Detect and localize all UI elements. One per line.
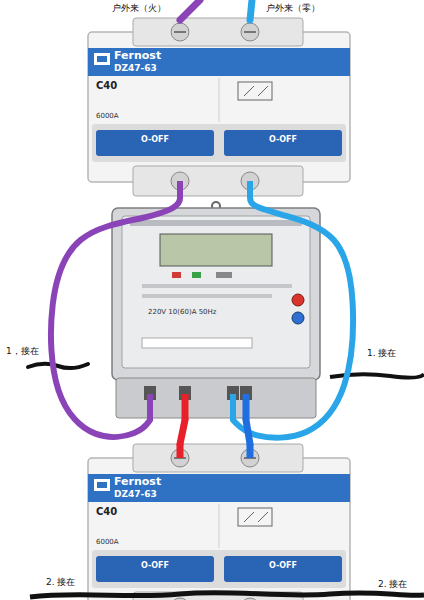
callout-label: 2. 接在 bbox=[46, 577, 75, 587]
indicator-led bbox=[192, 272, 201, 278]
wire-stub bbox=[182, 394, 189, 420]
switch-label: O-OFF bbox=[224, 135, 342, 144]
brand-name: Fernost bbox=[114, 50, 161, 63]
wire bbox=[246, 420, 250, 444]
marker-stroke bbox=[28, 364, 88, 368]
incoming-live-wire bbox=[180, 0, 200, 20]
wire-stub bbox=[230, 394, 236, 420]
incoming-neutral-wire bbox=[250, 0, 252, 20]
model-number: DZ47-63 bbox=[114, 489, 157, 499]
meter-rating: 220V 10(60)A 50Hz bbox=[148, 308, 217, 316]
meter-case bbox=[112, 208, 320, 380]
source-label: 户外来（火） bbox=[112, 3, 166, 13]
switch-label: O-OFF bbox=[96, 561, 214, 570]
indicator-led bbox=[216, 272, 232, 278]
nameplate-strip bbox=[130, 220, 302, 226]
callout-label: 1，接在 bbox=[6, 346, 39, 356]
circuit-breaker-drawing bbox=[88, 444, 350, 600]
electric-meter: 220V 10(60)A 50Hz bbox=[112, 202, 320, 420]
nameplate-strip bbox=[142, 284, 292, 288]
wire-stub bbox=[243, 394, 250, 420]
wire bbox=[180, 420, 185, 444]
callout-label: 2. 接在 bbox=[378, 579, 407, 589]
switch-label: O-OFF bbox=[96, 135, 214, 144]
callout-label: 1. 接在 bbox=[367, 348, 396, 358]
source-label: 户外来（零） bbox=[266, 3, 320, 13]
circuit-breaker: FernostDZ47-63C40 6000A O-OFF O-OFF bbox=[88, 444, 350, 600]
serial-plate bbox=[142, 338, 252, 348]
wire bbox=[51, 196, 180, 437]
meter-face bbox=[122, 216, 310, 368]
terminal-cover bbox=[116, 378, 316, 418]
indicator-led bbox=[172, 272, 181, 278]
lcd-display bbox=[160, 234, 272, 266]
brand-name: Fernost bbox=[114, 476, 161, 489]
breaking-capacity: 6000A bbox=[96, 112, 119, 120]
circuit-breaker-drawing bbox=[88, 18, 350, 196]
control-knob bbox=[292, 312, 304, 324]
meter-drawing bbox=[112, 202, 320, 418]
model-number: DZ47-63 bbox=[114, 63, 157, 73]
marker-stroke bbox=[30, 592, 424, 597]
breaking-capacity: 6000A bbox=[96, 538, 119, 546]
wire bbox=[233, 196, 353, 438]
current-rating: C40 bbox=[96, 80, 117, 92]
current-rating: C40 bbox=[96, 506, 117, 518]
switch-label: O-OFF bbox=[224, 561, 342, 570]
control-knob bbox=[292, 294, 304, 306]
nameplate-strip bbox=[142, 294, 272, 298]
circuit-breaker: FernostDZ47-63C40 6000A O-OFF O-OFF bbox=[88, 18, 350, 196]
wire-stub bbox=[147, 394, 153, 420]
